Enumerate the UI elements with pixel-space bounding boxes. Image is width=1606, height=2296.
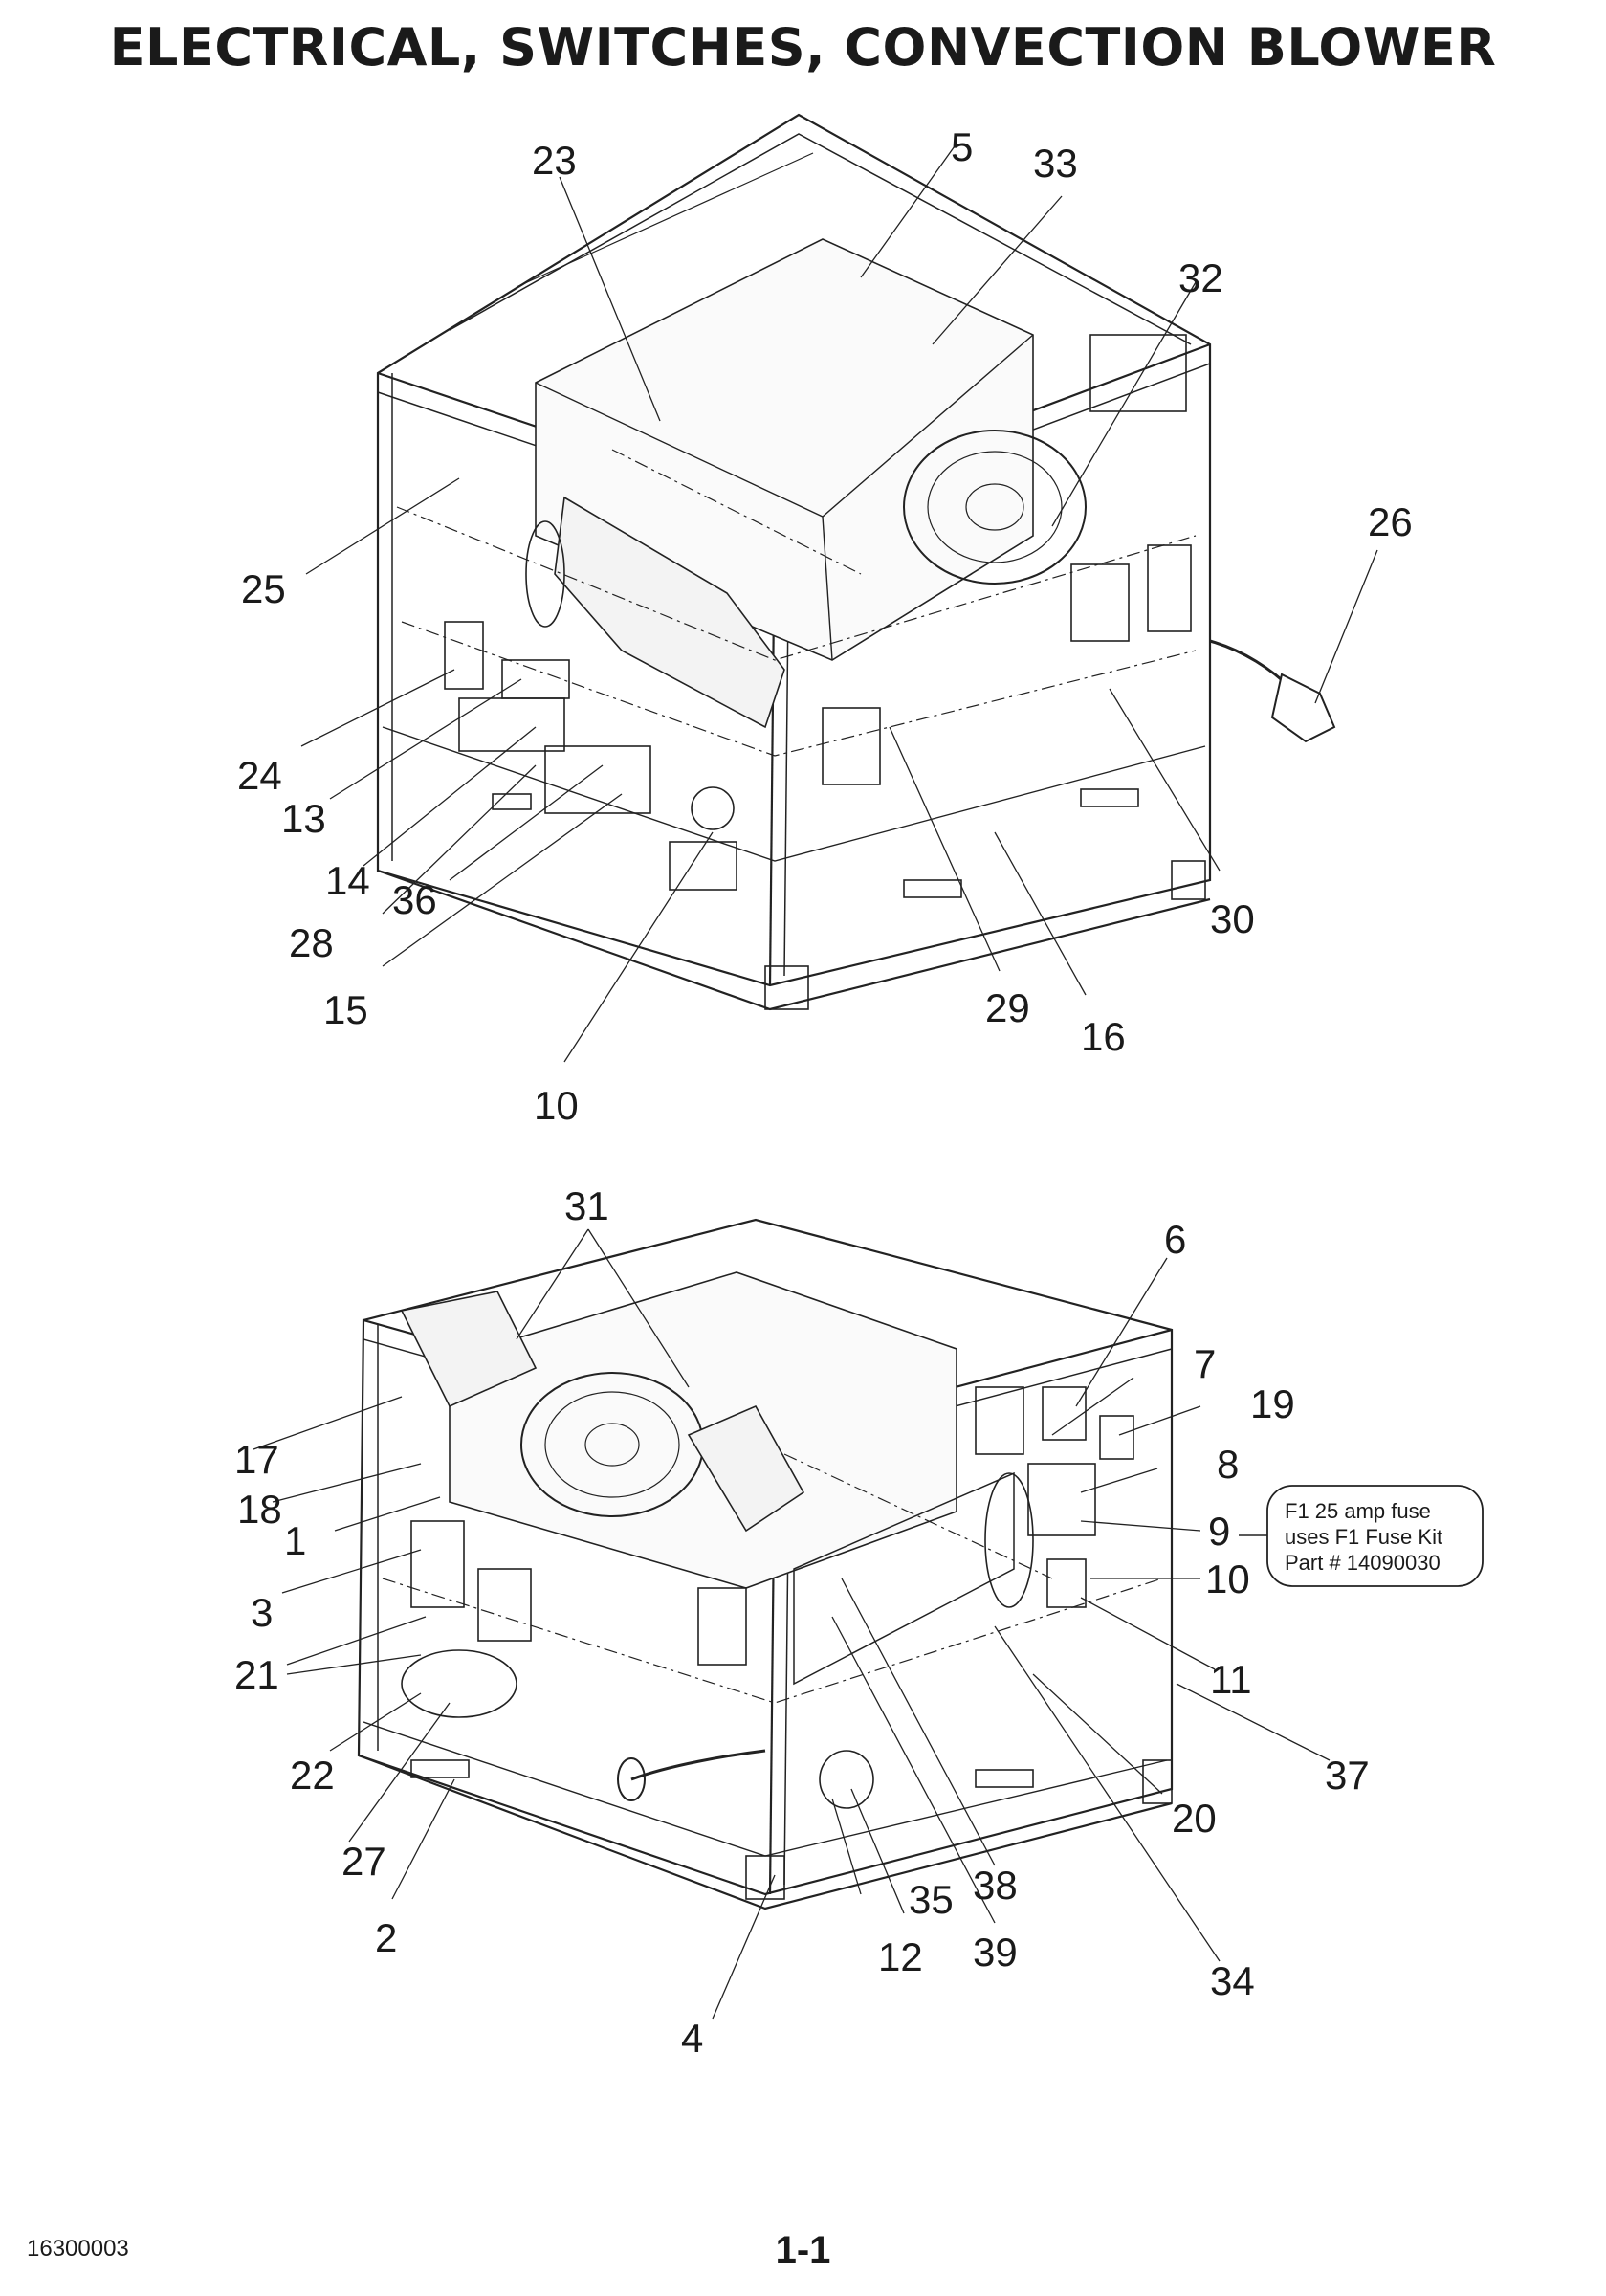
callout: 5 (951, 124, 973, 169)
callout: 19 (1250, 1381, 1295, 1426)
callout: 32 (1178, 255, 1223, 300)
callout: 37 (1325, 1753, 1370, 1798)
callout: 35 (909, 1877, 954, 1922)
fuse-note-line-3: Part # 14090030 (1285, 1551, 1441, 1575)
callout: 15 (323, 987, 368, 1032)
top-callouts: 23 5 33 32 26 25 24 13 14 28 36 15 10 29… (237, 124, 1413, 1128)
callout: 23 (532, 138, 577, 183)
callout: 3 (251, 1590, 273, 1635)
callout: 7 (1194, 1341, 1216, 1386)
callout: 29 (985, 985, 1030, 1030)
callout: 17 (234, 1437, 279, 1482)
callout: 27 (341, 1839, 386, 1884)
callout: 8 (1217, 1442, 1239, 1487)
bottom-unit-drawing (357, 1218, 1174, 1910)
callout: 10 (534, 1083, 579, 1128)
document-number: 16300003 (27, 2236, 129, 2262)
callout: 1 (284, 1518, 306, 1563)
callout: 16 (1081, 1014, 1126, 1059)
callout: 38 (973, 1863, 1018, 1908)
callout: 25 (241, 566, 286, 611)
bottom-callouts: 31 6 7 19 8 9 10 11 37 20 34 38 39 12 35… (234, 1183, 1370, 2061)
callout: 2 (375, 1915, 397, 1960)
top-leader-lines (300, 143, 1378, 1063)
top-unit-drawing (376, 113, 1336, 1011)
callout: 4 (681, 2016, 703, 2061)
callout: 10 (1205, 1556, 1250, 1601)
bottom-leader-lines (253, 1228, 1331, 2020)
callout: 14 (325, 858, 370, 903)
fuse-note-line-1: F1 25 amp fuse (1285, 1499, 1431, 1523)
callout: 18 (237, 1487, 282, 1532)
fuse-note-callout: F1 25 amp fuse uses F1 Fuse Kit Part # 1… (1239, 1485, 1484, 1587)
callout: 28 (289, 920, 334, 965)
callout: 26 (1368, 499, 1413, 544)
callout: 9 (1208, 1509, 1230, 1554)
callout: 36 (392, 877, 437, 922)
callout: 21 (234, 1652, 279, 1697)
callout: 6 (1164, 1217, 1186, 1262)
callout: 11 (1210, 1657, 1252, 1702)
callout: 24 (237, 753, 282, 798)
callout: 31 (564, 1183, 609, 1228)
callout: 13 (281, 796, 326, 841)
callout: 20 (1172, 1796, 1217, 1841)
callout: 34 (1210, 1958, 1255, 2003)
callout: 33 (1033, 141, 1078, 186)
callout: 39 (973, 1930, 1018, 1975)
page-number: 1-1 (775, 2229, 831, 2271)
callout: 30 (1210, 896, 1255, 941)
fuse-note-line-2: uses F1 Fuse Kit (1285, 1525, 1442, 1549)
callout: 22 (290, 1753, 335, 1798)
page-title: ELECTRICAL, SWITCHES, CONVECTION BLOWER (109, 17, 1497, 77)
callout: 12 (878, 1934, 923, 1979)
